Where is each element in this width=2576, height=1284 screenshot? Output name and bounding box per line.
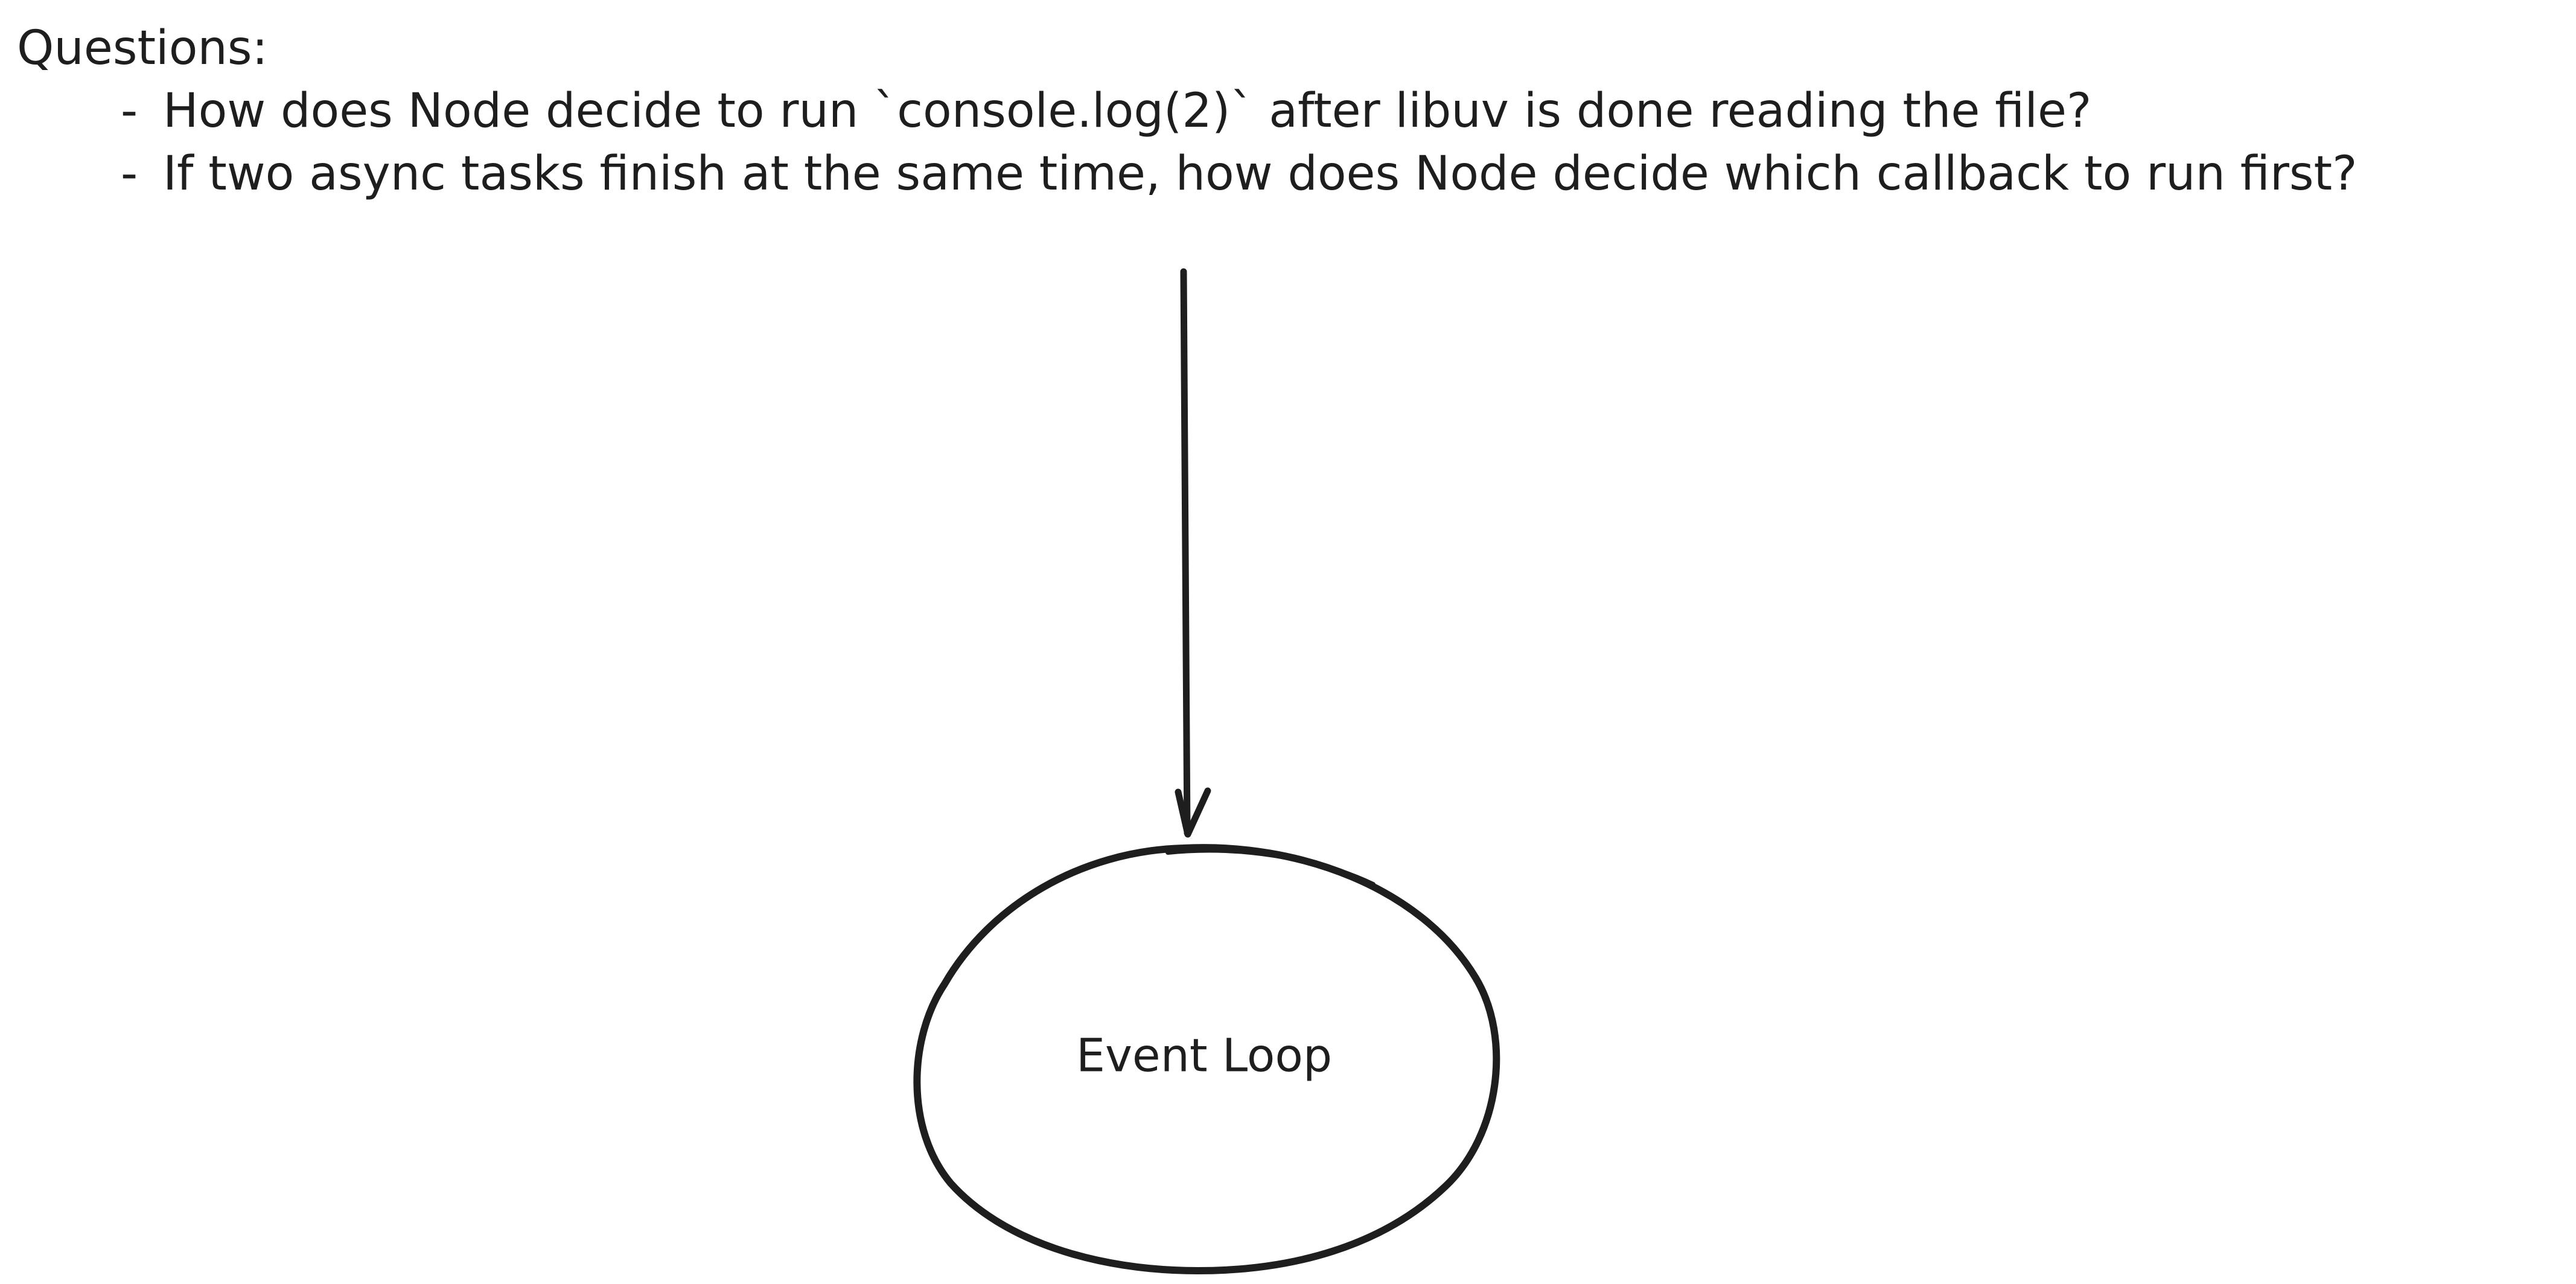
bullet-dash: -: [121, 147, 138, 201]
arrow-shaft: [1180, 268, 1191, 837]
arrow-connector: [1175, 268, 1211, 838]
event-loop-circle-overlap: [1165, 848, 1376, 887]
question-text: How does Node decide to run `console.log…: [163, 84, 2092, 138]
question-text: If two async tasks finish at the same ti…: [163, 147, 2358, 201]
question-item: -If two async tasks finish at the same t…: [121, 142, 2564, 205]
event-loop-label: Event Loop: [1076, 1028, 1333, 1082]
questions-heading: Questions:: [17, 21, 268, 75]
question-item: -How does Node decide to run `console.lo…: [121, 80, 2564, 142]
bullet-dash: -: [121, 84, 138, 138]
question-list: -How does Node decide to run `console.lo…: [17, 80, 2564, 205]
arrowhead-icon: [1175, 787, 1211, 838]
questions-block: Questions: -How does Node decide to run …: [17, 17, 2564, 205]
